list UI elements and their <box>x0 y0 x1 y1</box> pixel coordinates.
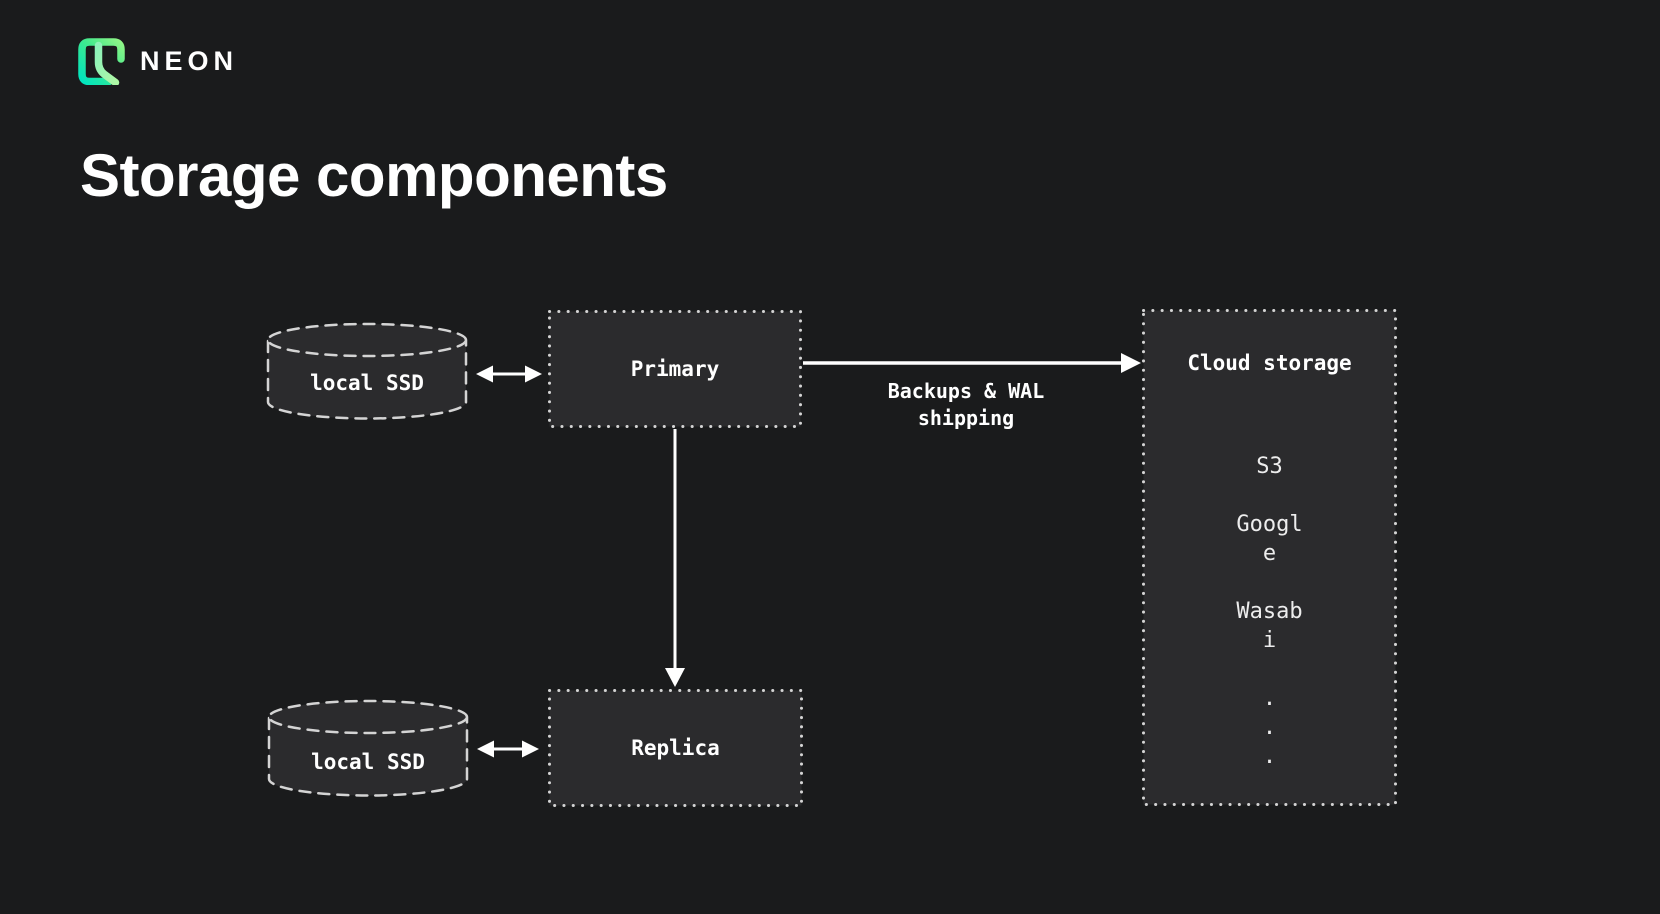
cloud-storage-title: Cloud storage <box>1187 351 1352 375</box>
cloud-storage-items: S3 Google Wasabi . . . <box>1236 454 1303 769</box>
brand-wordmark: NEON <box>140 46 239 76</box>
local-ssd-bottom-cylinder-shape <box>267 699 469 797</box>
backups-wal-edge-label: Backups & WAL shipping <box>887 379 1045 430</box>
brand-header: NEON <box>78 38 238 85</box>
page-title: Storage components <box>80 142 668 209</box>
cloud-storage-box-shape <box>1142 309 1397 806</box>
arrow-ssd-primary <box>476 365 542 383</box>
arrow-ssd-replica <box>477 740 539 758</box>
primary-label: Primary <box>630 357 720 381</box>
cloud-storage-items-wrap: S3 Google Wasabi . . . <box>1142 452 1397 771</box>
primary-box-shape <box>548 310 802 428</box>
local-ssd-top-cylinder-shape <box>266 322 468 420</box>
neon-logo-icon <box>78 38 125 85</box>
replica-label: Replica <box>631 736 720 760</box>
local-ssd-top-label: local SSD <box>310 371 424 395</box>
replica-box-shape <box>548 689 803 807</box>
local-ssd-bottom-label: local SSD <box>311 750 425 774</box>
arrow-primary-replica <box>665 429 685 687</box>
arrow-primary-cloud <box>803 353 1141 373</box>
